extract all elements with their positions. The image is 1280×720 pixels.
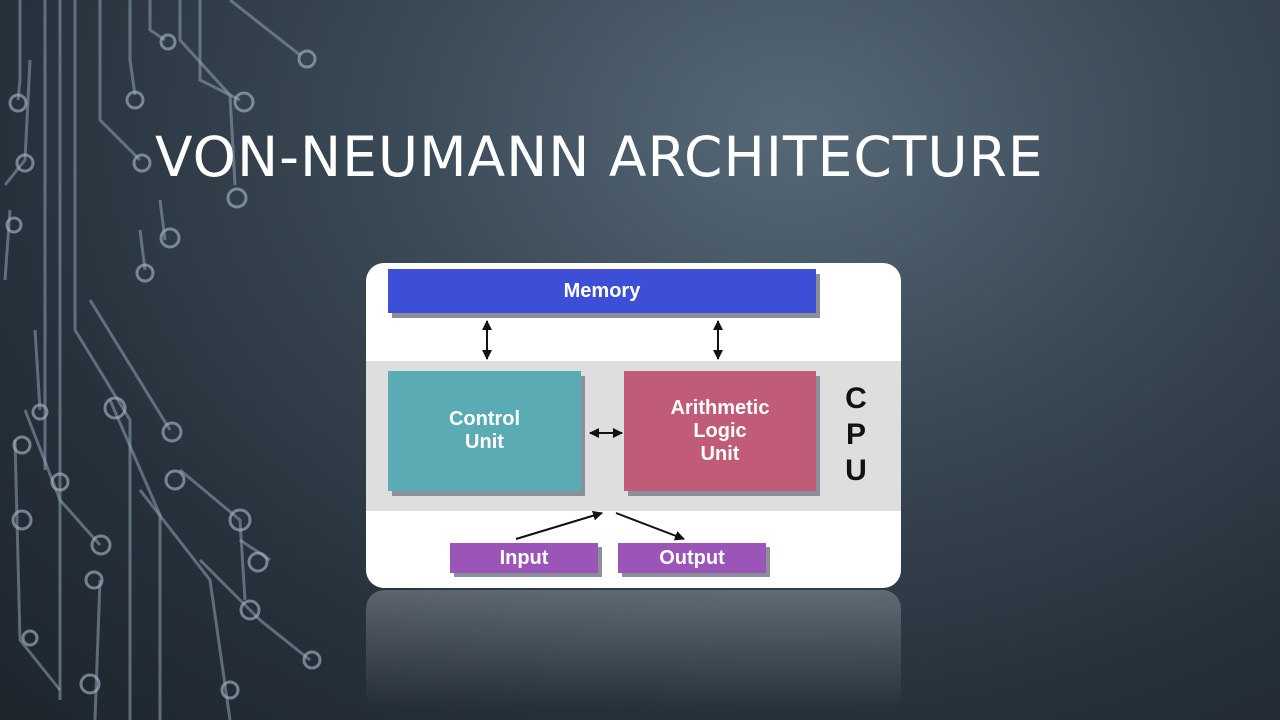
diagram-panel: Memory Control Unit Arithmetic Logic Uni… [366, 263, 901, 588]
reflection-arrows [366, 590, 901, 710]
input-arrow [515, 510, 603, 540]
slide-title: VON-NEUMANN ARCHITECTURE [155, 125, 1044, 189]
von-neumann-diagram: Memory Control Unit Arithmetic Logic Uni… [366, 263, 901, 588]
circuit-decoration [3, 0, 322, 720]
alu-box: Arithmetic Logic Unit [624, 371, 816, 491]
output-box: Output [618, 543, 766, 573]
diagram-reflection: Input Output [366, 590, 901, 710]
cpu-label: C P U [845, 382, 867, 487]
input-box: Input [450, 543, 598, 573]
alu-label: Arithmetic Logic Unit [670, 396, 770, 465]
output-arrow [615, 512, 685, 541]
connection-arrows [482, 320, 723, 541]
memory-box: Memory [388, 269, 816, 313]
reflection-panel: Input Output [366, 590, 901, 710]
control-unit-label: Control Unit [448, 408, 521, 453]
control-unit-box: Control Unit [388, 371, 581, 491]
